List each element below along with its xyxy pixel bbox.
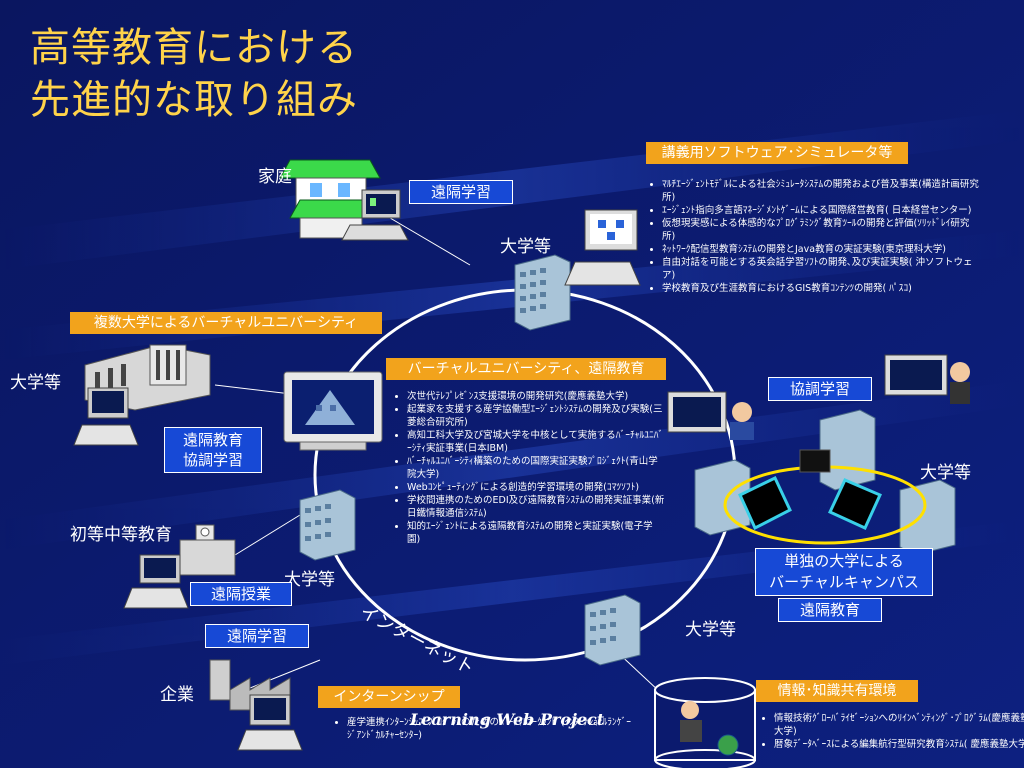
building-icon-left xyxy=(73,344,211,446)
list-item: ﾏﾙﾁｴｰｼﾞｪﾝﾄﾓﾃﾞﾙによる社会ｼﾐｭﾚｰﾀｼｽﾃﾑの開発および普及事業(… xyxy=(662,178,980,204)
internship-list: 産学連携ｲﾝﾀｰﾝｼｯﾌﾟﾌﾟﾛｸﾞﾗﾑのためのﾊﾞｰﾁｬﾙｵｰｸﾗﾝﾄﾞ(ｲﾝ… xyxy=(335,716,637,742)
tag-remote-class: 遠隔授業 xyxy=(190,582,292,606)
tag-remote-learning-bottom: 遠隔学習 xyxy=(205,624,309,648)
factory-icon xyxy=(209,659,303,751)
list-item: 暦象ﾃﾞｰﾀﾍﾞｰｽによる編集航行型研究教育ｼｽﾃﾑ( 慶應義塾大学) xyxy=(774,738,1024,751)
tag-single-univ-line1: 単独の大学による xyxy=(784,552,904,570)
node-label-univ-top: 大学等 xyxy=(500,237,551,257)
tag-remote-edu-collab: 遠隔教育 協調学習 xyxy=(164,427,262,473)
node-label-univ-center: 大学等 xyxy=(284,570,335,590)
list-item: 自由対話を可能とする英会話学習ｿﾌﾄの開発､及び実証実験( 沖ソフトウェア) xyxy=(662,256,980,282)
list-item: 知的ｴｰｼﾞｪﾝﾄによる遠隔教育ｼｽﾃﾑの開発と実証実験(電子学園) xyxy=(407,520,665,546)
virtual-screen-icons xyxy=(738,449,882,531)
node-label-home: 家庭 xyxy=(258,167,292,187)
node-label-univ-left: 大学等 xyxy=(10,373,61,393)
list-item: ﾊﾞｰﾁｬﾙﾕﾆﾊﾞｰｼﾃｨ構築のための国際実証実験ﾌﾟﾛｼﾞｪｸﾄ(青山学院大… xyxy=(407,455,665,481)
database-icon xyxy=(654,677,756,768)
list-item: Webｺﾝﾋﾟｭｰﾃｨﾝｸﾞによる創造的学習環境の開発(ｺﾏﾂｿﾌﾄ) xyxy=(407,481,665,494)
tag-remote-learning-top: 遠隔学習 xyxy=(409,180,513,204)
list-item: 仮想現実感による体感的なﾌﾟﾛｸﾞﾗﾐﾝｸﾞ教育ﾂｰﾙの開発と評価(ｿﾘｯﾄﾞﾚ… xyxy=(662,217,980,243)
virtual-univ-heading: バーチャルユニバーシティ、遠隔教育 xyxy=(386,358,666,380)
list-item: 学校教育及び生涯教育におけるGIS教育ｺﾝﾃﾝﾂの開発( ﾊﾟｽｺ) xyxy=(662,282,980,295)
node-label-company: 企業 xyxy=(160,685,194,705)
tag-remote-edu: 遠隔教育 xyxy=(182,431,243,449)
tag-collab: 協調学習 xyxy=(182,451,243,469)
videoconference-icon xyxy=(667,354,970,440)
monitor-icon-center xyxy=(283,371,383,451)
multi-univ-heading: 複数大学によるバーチャルユニバーシティ xyxy=(70,312,382,334)
node-label-primary-secondary: 初等中等教育 xyxy=(70,525,172,545)
knowledge-heading: 情報･知識共有環境 xyxy=(756,680,918,702)
tag-collab-learning: 協調学習 xyxy=(768,377,872,401)
school-icon xyxy=(123,524,236,609)
virtual-univ-list: 次世代ﾃﾚﾌﾟﾚｾﾞﾝｽ支援環境の開発研究(慶應義塾大学) 起業家を支援する産学… xyxy=(395,390,665,546)
watermark-text: Learning Web Project xyxy=(410,710,605,729)
computer-icon-home xyxy=(341,189,409,241)
page-title: 高等教育における 先進的な取り組み xyxy=(30,22,358,126)
knowledge-list: 情報技術ｸﾞﾛｰﾊﾞﾗｲｾﾞｰｼｮﾝへのﾘｲﾝﾍﾞﾝﾃｨﾝｸﾞ･ﾌﾟﾛｸﾞﾗﾑ(… xyxy=(762,712,1024,751)
building-icon-center-left xyxy=(299,489,356,561)
software-heading: 講義用ソフトウェア･シミュレータ等 xyxy=(646,142,908,164)
building-icon-top xyxy=(514,209,641,331)
building-icon-bottom xyxy=(584,594,641,666)
list-item: ｴｰｼﾞｪﾝﾄ指向多言語ﾏﾈｰｼﾞﾒﾝﾄｹﾞｰﾑによる国際経営教育( 日本経営セ… xyxy=(662,204,980,217)
list-item: 高知工科大学及び宮城大学を中核として実施するﾊﾞｰﾁｬﾙﾕﾆﾊﾞｰｼﾃｨ実証事業… xyxy=(407,429,665,455)
tag-remote-edu-right: 遠隔教育 xyxy=(778,598,882,622)
software-list: ﾏﾙﾁｴｰｼﾞｪﾝﾄﾓﾃﾞﾙによる社会ｼﾐｭﾚｰﾀｼｽﾃﾑの開発および普及事業(… xyxy=(650,178,980,295)
list-item: 情報技術ｸﾞﾛｰﾊﾞﾗｲｾﾞｰｼｮﾝへのﾘｲﾝﾍﾞﾝﾃｨﾝｸﾞ･ﾌﾟﾛｸﾞﾗﾑ(… xyxy=(774,712,1024,738)
tag-single-univ-campus: 単独の大学による バーチャルキャンパス xyxy=(755,548,933,596)
list-item: 学校間連携のためのEDI及び遠隔教育ｼｽﾃﾑの開発実証事業(新日鐵情報通信ｼｽﾃ… xyxy=(407,494,665,520)
tag-single-univ-line2: バーチャルキャンパス xyxy=(769,573,919,591)
list-item: 次世代ﾃﾚﾌﾟﾚｾﾞﾝｽ支援環境の開発研究(慶應義塾大学) xyxy=(407,390,665,403)
list-item: 起業家を支援する産学協働型ｴｰｼﾞｪﾝﾄｼｽﾃﾑの開発及び実験(三菱総合研究所) xyxy=(407,403,665,429)
title-line-1: 高等教育における xyxy=(30,25,358,71)
list-item: ﾈｯﾄﾜｰｸ配信型教育ｼｽﾃﾑの開発とJava教育の実証実験(東京理科大学) xyxy=(662,243,980,256)
list-item: 産学連携ｲﾝﾀｰﾝｼｯﾌﾟﾌﾟﾛｸﾞﾗﾑのためのﾊﾞｰﾁｬﾙｵｰｸﾗﾝﾄﾞ(ｲﾝ… xyxy=(347,716,637,742)
node-label-univ-right: 大学等 xyxy=(920,463,971,483)
internship-heading: インターンシップ xyxy=(318,686,460,708)
node-label-univ-bottom-right: 大学等 xyxy=(685,620,736,640)
title-line-2: 先進的な取り組み xyxy=(30,77,358,123)
